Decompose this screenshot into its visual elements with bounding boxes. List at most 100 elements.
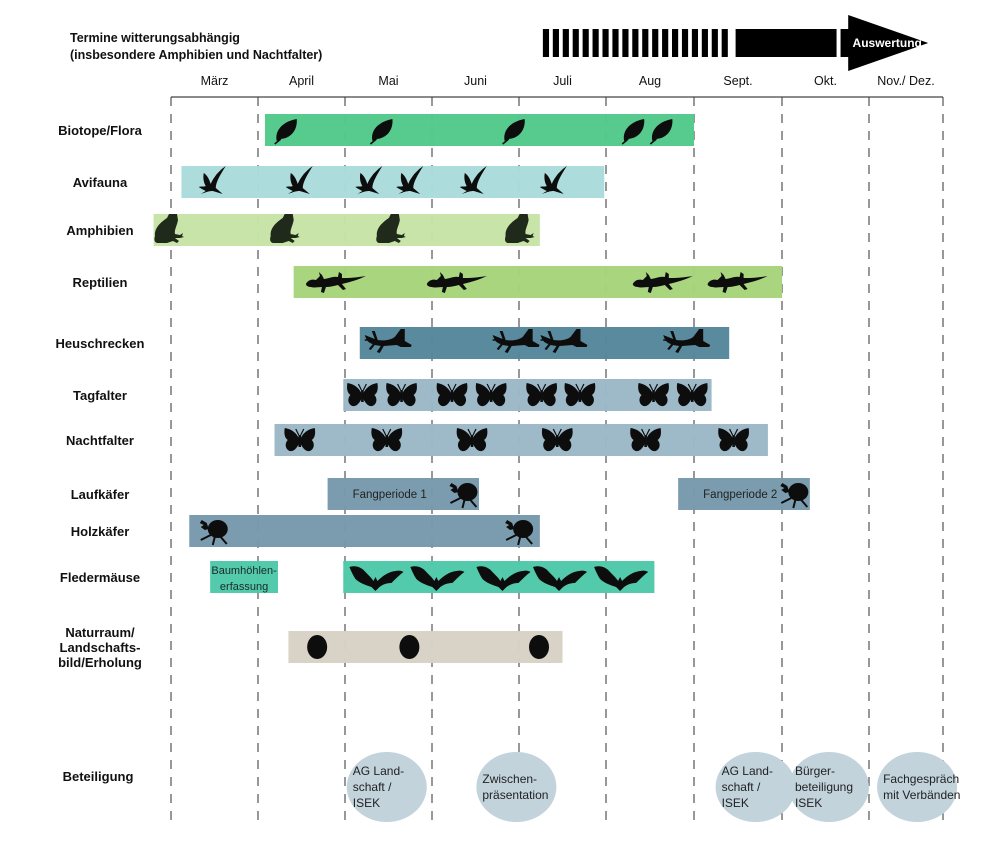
row-1: Avifauna [73, 166, 605, 198]
row-9: Fledermäuse Baumhöhlen-erfassung [60, 561, 655, 593]
butterfly-right-wing [492, 383, 507, 407]
butterfly-body [489, 390, 493, 402]
timeline-stripe [602, 29, 609, 57]
month-label: Okt. [814, 74, 837, 88]
participation-bubble [715, 752, 796, 822]
butterfly-antennae [687, 383, 697, 391]
timeline-stripe [592, 29, 599, 57]
butterfly-right-wing [542, 383, 557, 407]
timeline-stripe [721, 29, 728, 57]
butterfly-right-wing [646, 428, 661, 452]
butterfly-antennae [729, 428, 739, 436]
leaf-shape [372, 119, 393, 141]
row-8: Holzkäfer [71, 515, 540, 547]
participation-text: präsentation [482, 788, 548, 802]
frog-icon [154, 214, 184, 243]
beetle-head [199, 520, 209, 530]
activity-bar [274, 424, 768, 456]
activity-bar [189, 515, 540, 547]
participation-bubble [346, 752, 427, 822]
butterfly-left-wing [676, 383, 692, 407]
bird-shape [355, 166, 383, 194]
leaf-shape [651, 119, 673, 141]
beetle-head [449, 483, 459, 493]
timeline-stripe [672, 29, 679, 57]
butterfly-body [400, 390, 403, 402]
bat-icon [476, 566, 531, 591]
beetle-icon [199, 520, 228, 546]
row-6: Nachtfalter [66, 424, 768, 456]
butterfly-icon [456, 428, 488, 452]
butterfly-body [385, 435, 389, 447]
beetle-body [513, 520, 534, 538]
beetle-body [207, 520, 228, 538]
butterfly-antennae [467, 428, 477, 436]
butterfly-left-wing [564, 383, 579, 407]
butterfly-body [732, 435, 735, 447]
timeline-stripe [701, 29, 708, 57]
butterfly-right-wing [654, 383, 669, 407]
butterfly-right-wing [734, 428, 749, 452]
evaluation-label: Auswertung [853, 36, 922, 50]
butterfly-body [644, 435, 647, 447]
beetle-body [788, 483, 809, 501]
butterfly-right-wing [402, 383, 417, 407]
dot-icon [399, 635, 420, 659]
bat-icon [349, 566, 404, 591]
butterfly-antennae [537, 383, 547, 391]
frog-shape [154, 214, 184, 243]
bar-label: Baumhöhlen- [211, 565, 277, 577]
month-label: März [201, 74, 229, 88]
butterfly-left-wing [630, 428, 645, 452]
beetle-body [457, 483, 478, 501]
row-10: Naturraum/Landschafts-bild/Erholung [58, 625, 563, 670]
bat-shape [476, 566, 531, 591]
butterfly-left-wing [347, 383, 362, 407]
butterfly-right-wing [453, 383, 468, 407]
beetle-icon [449, 483, 478, 509]
frog-icon [270, 214, 300, 243]
participation-text: Bürger- [795, 764, 835, 778]
bar-label: Fangperiode 1 [353, 489, 427, 501]
beetle-legs [200, 534, 228, 546]
butterfly-left-wing [371, 428, 386, 452]
timeline-stripe [642, 29, 649, 57]
grasshopper-icon [663, 329, 711, 353]
timeline-stripe [572, 29, 579, 57]
bat-shape [410, 566, 465, 591]
row-label: bild/Erholung [58, 655, 142, 670]
participation-text: AG Land- [353, 764, 404, 778]
participation-text: AG Land- [722, 764, 773, 778]
butterfly-antennae [552, 428, 562, 436]
leaf-icon [502, 119, 525, 145]
dot-shape [307, 635, 328, 659]
leaf-icon [649, 119, 673, 145]
activity-bar [264, 114, 694, 146]
leaf-icon [274, 119, 297, 145]
bat-icon [410, 566, 465, 591]
month-label: Mai [378, 74, 398, 88]
lizard-icon [426, 272, 487, 293]
participation-text: beteiligung [795, 780, 853, 794]
butterfly-body [540, 390, 543, 402]
butterfly-antennae [397, 383, 407, 391]
leaf-shape [623, 119, 645, 141]
bat-icon [594, 566, 649, 591]
butterfly-icon [436, 383, 468, 407]
participation-bubble [476, 752, 557, 822]
row-label: Fledermäuse [60, 570, 140, 585]
bird-shape [539, 166, 567, 194]
butterfly-antennae [648, 383, 659, 391]
bird-shape [459, 166, 487, 194]
leaf-icon [369, 119, 393, 145]
participation-text: schaft / [722, 780, 761, 794]
butterfly-left-wing [436, 383, 452, 407]
leaf-stem [621, 138, 629, 145]
butterfly-right-wing [558, 428, 573, 452]
butterfly-body [450, 390, 454, 402]
participation-event: Zwischen-präsentation [476, 752, 557, 822]
bar-label: erfassung [220, 581, 268, 593]
butterfly-antennae [575, 383, 585, 391]
